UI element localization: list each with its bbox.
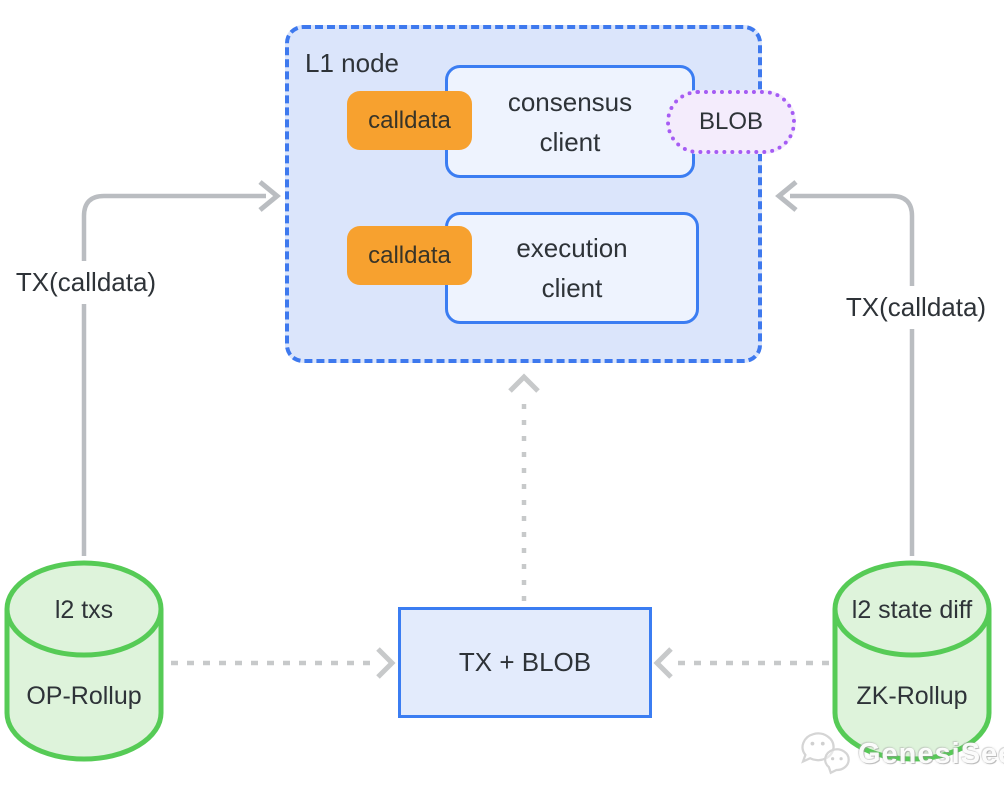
op-rollup-data-label: l2 txs xyxy=(54,596,114,624)
op-rollup-cylinder xyxy=(4,560,164,762)
right-tx-calldata-label: TX(calldata) xyxy=(833,286,999,329)
execution-client-label: execution client xyxy=(516,233,628,303)
zk-rollup-name-label: ZK-Rollup xyxy=(856,682,968,710)
op-to-txblob-arrowhead-icon xyxy=(376,647,396,679)
zk-to-txblob-arrowhead-icon xyxy=(653,647,673,679)
blob-badge: BLOB xyxy=(666,90,796,154)
calldata-badge-execution: calldata xyxy=(347,226,472,285)
l1-node-label: L1 node xyxy=(305,48,399,78)
consensus-client-label: consensus client xyxy=(507,86,633,157)
tx-blob-label: TX + BLOB xyxy=(458,647,592,677)
zk-rollup-data-label: l2 state diff xyxy=(851,596,973,624)
txblob-to-l1-arrowhead-icon xyxy=(508,373,540,393)
op-rollup-cylinder-top xyxy=(4,560,164,658)
watermark-text: GenesiSee xyxy=(858,737,1004,770)
wechat-icon xyxy=(801,732,850,775)
zk-rollup-cylinder-top xyxy=(832,560,992,658)
left-tx-arrowhead-icon xyxy=(258,180,281,212)
zk-rollup-cylinder xyxy=(832,560,992,762)
left-tx-arrow-line xyxy=(81,193,266,556)
right-tx-arrowhead-icon xyxy=(775,180,798,212)
tx-blob-box: TX + BLOB xyxy=(398,607,652,718)
left-tx-calldata-label: TX(calldata) xyxy=(4,261,168,304)
op-rollup-name-label: OP-Rollup xyxy=(26,682,142,710)
right-tx-arrow-line xyxy=(790,193,915,556)
consensus-client-box: consensus client xyxy=(445,65,695,178)
calldata-badge-consensus: calldata xyxy=(347,91,472,150)
execution-client-box: execution client xyxy=(445,212,699,324)
watermark: GenesiSee xyxy=(796,729,1004,779)
